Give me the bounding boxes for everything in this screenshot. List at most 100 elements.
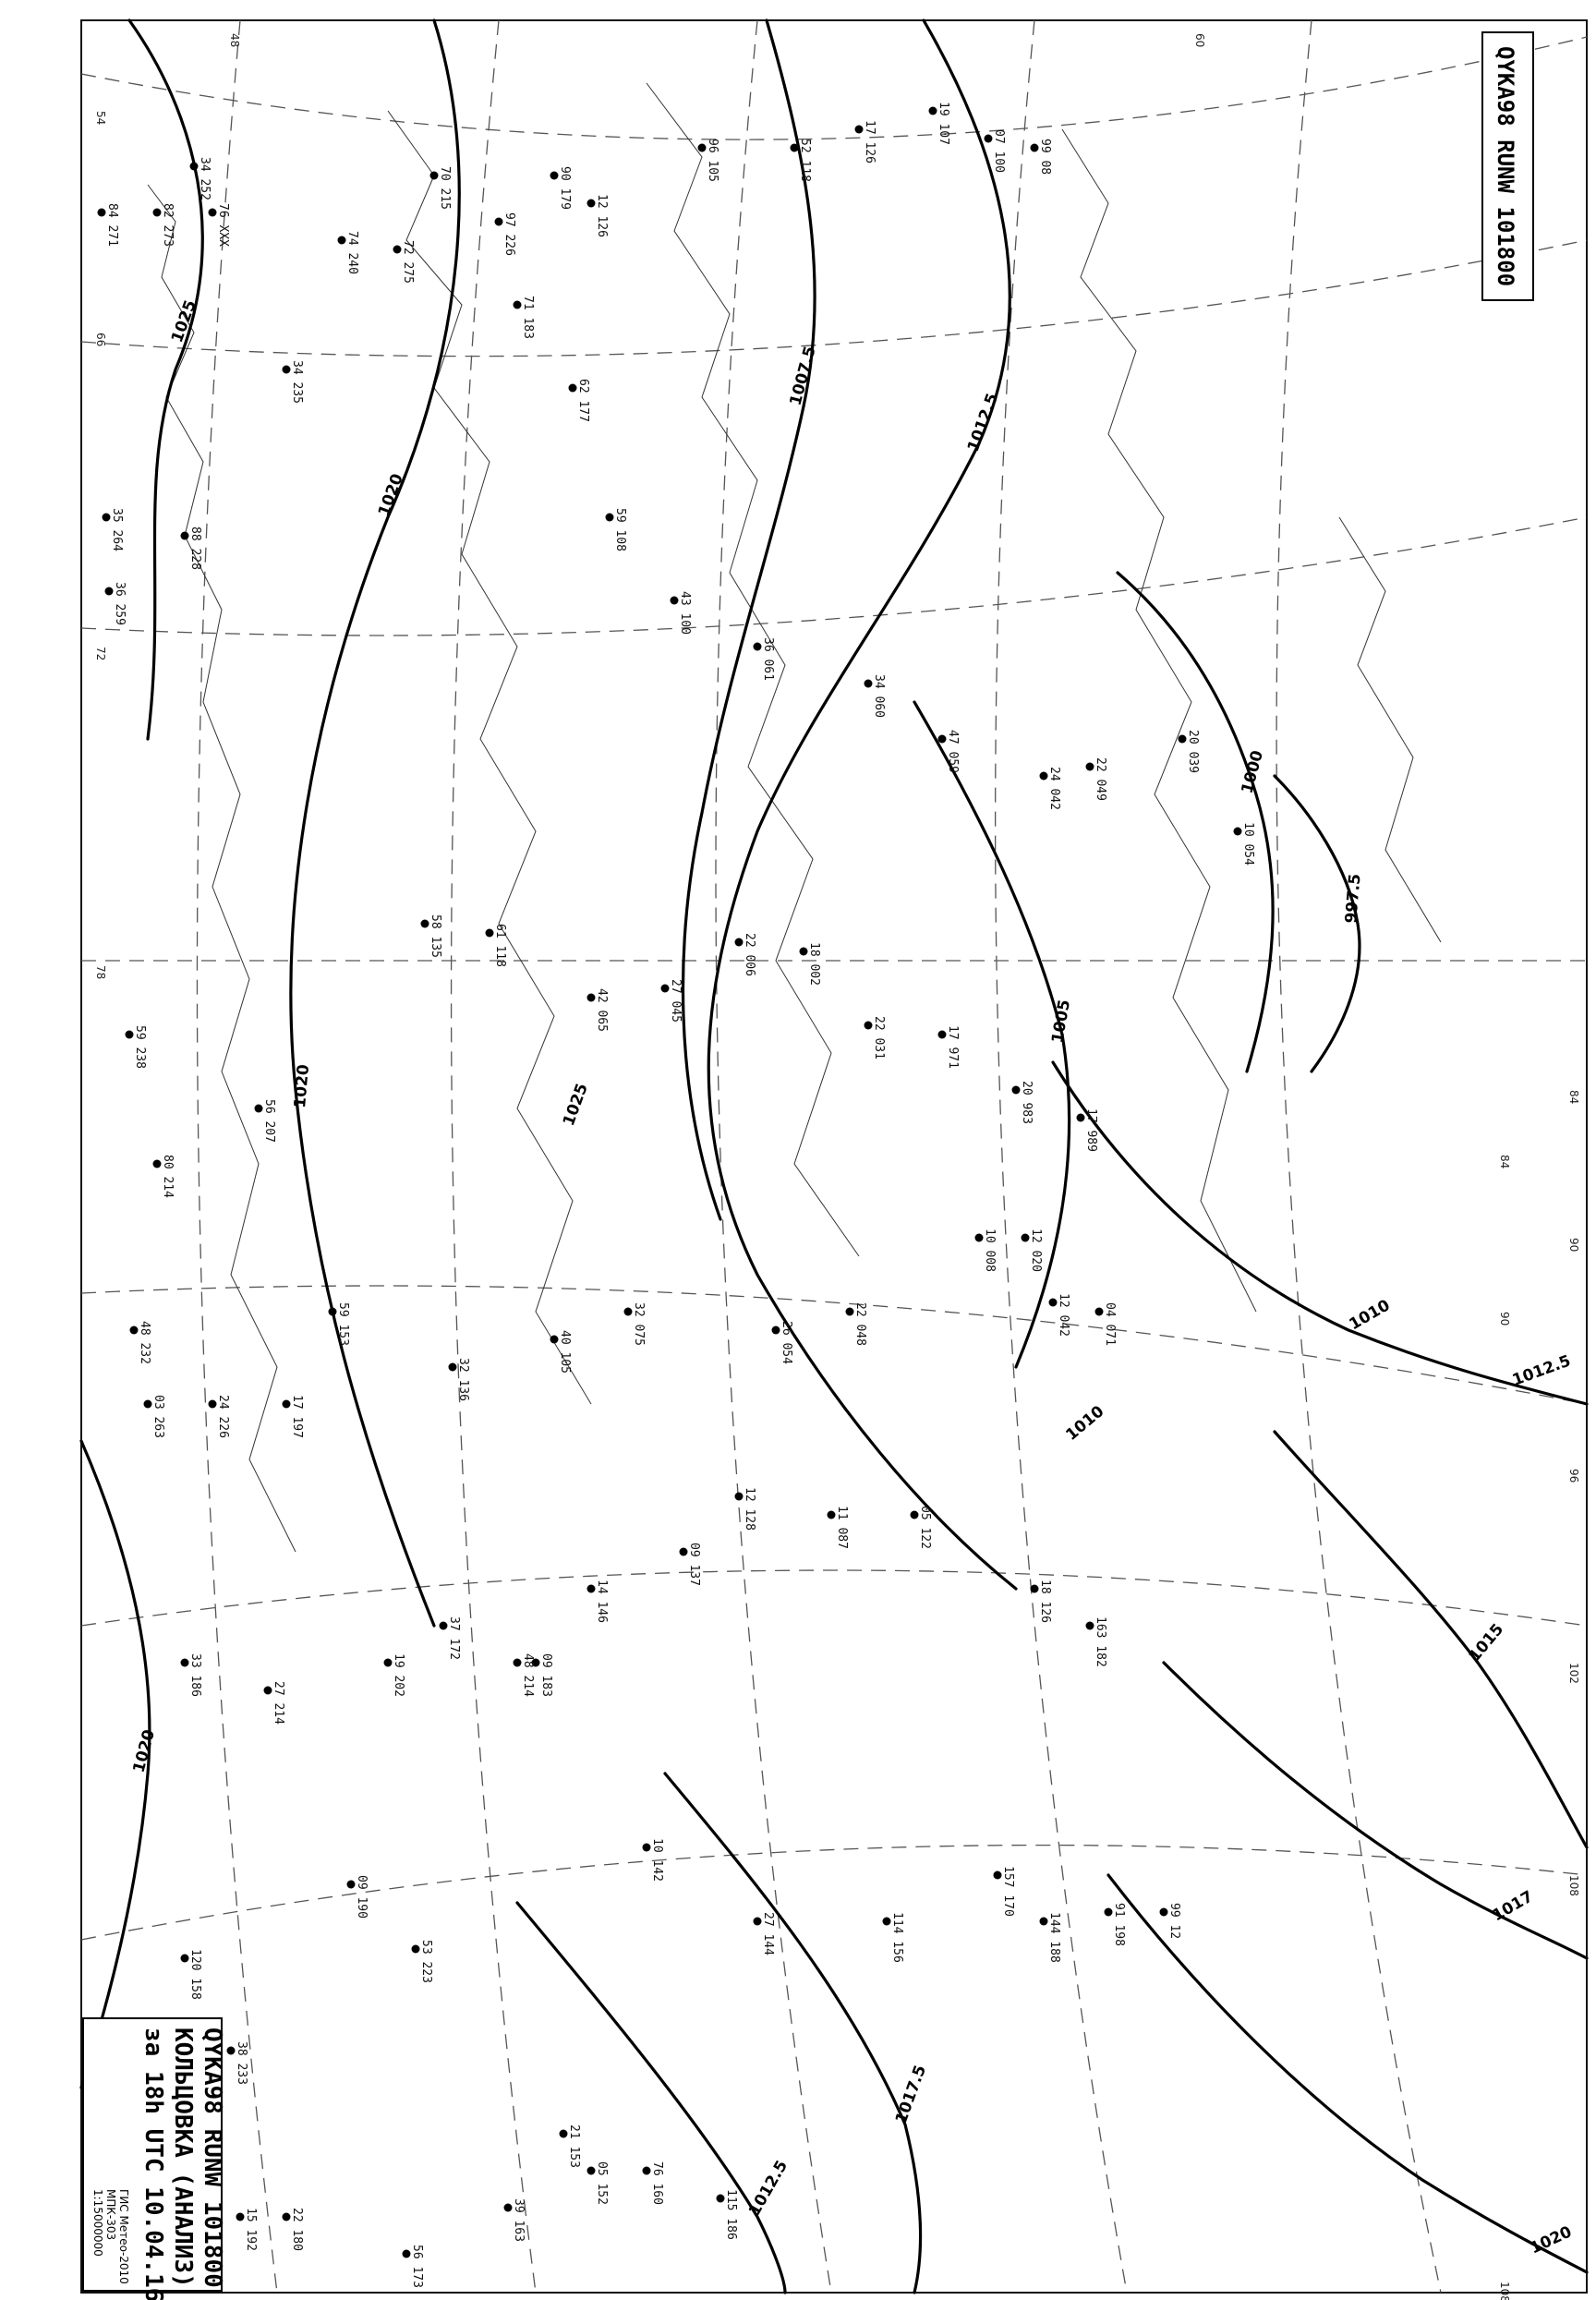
station-marker [790,143,799,152]
station-marker [928,106,937,115]
station-marker [937,734,947,744]
station-readout: 120 158 [188,1949,202,2000]
isobar-label: 1012.5 [745,2158,792,2220]
station-marker [910,1510,919,1519]
station-marker [208,1399,217,1409]
station-marker [1094,1307,1104,1316]
station-readout: 61 118 [493,924,507,967]
isobar-1017 [1162,1661,1589,1960]
station-marker [1021,1233,1030,1242]
station-marker [439,1621,448,1630]
station-marker [1178,734,1187,744]
station-readout: 18 126 [1038,1580,1052,1623]
isobar-label: 1017 [1490,1887,1537,1925]
grid-label: 78 [94,965,107,979]
grid-label: 66 [94,333,107,346]
station-readout: 09 190 [355,1875,369,1919]
station-marker [383,1658,393,1667]
station-marker [513,1658,522,1667]
coastline [1338,516,1442,943]
station-marker [485,928,494,938]
station-readout: 10 142 [650,1838,664,1882]
grid-label: 72 [94,647,107,660]
station-marker [97,208,106,217]
isobar-1025 [127,18,204,741]
station-marker [753,1917,762,1926]
station-marker [799,947,808,956]
station-marker [734,1492,744,1501]
station-marker [393,245,402,254]
station-readout: 10 054 [1241,822,1255,866]
station-readout: 07 100 [992,129,1006,173]
station-readout: 14 146 [595,1580,609,1623]
station-readout: 17 126 [863,120,877,163]
grid-label: 108 [1567,1875,1580,1896]
station-readout: 71 183 [521,296,535,339]
station-marker [448,1362,457,1372]
station-readout: 24 226 [216,1395,230,1438]
station-readout: 03 263 [151,1395,165,1438]
station-marker [254,1104,263,1113]
graticule [80,19,1588,2294]
station-marker [550,171,559,180]
station-readout: 22 031 [872,1016,886,1059]
coastlines [147,82,1442,1553]
station-marker [984,134,993,143]
station-readout: 59 153 [336,1302,350,1346]
station-readout: 52 118 [798,139,812,182]
station-marker [586,1584,596,1593]
isobar-label: 1015 [1466,1620,1508,1665]
station-readout: 27 214 [272,1681,285,1725]
grid-label: 84 [1567,1090,1580,1104]
station-readout: 82 273 [161,203,175,247]
station-readout: 09 137 [687,1543,701,1586]
station-readout: 38 233 [235,2041,248,2085]
station-marker [586,2166,596,2175]
meridian-line [80,516,1588,636]
station-readout: 22 049 [1094,757,1107,801]
grid-label: 90 [1567,1238,1580,1252]
station-readout: 05 122 [918,1506,932,1549]
isobar-label: 1020 [130,1727,160,1774]
station-marker [125,1030,134,1039]
station-readout: 24 042 [1047,767,1061,810]
station-marker [974,1233,984,1242]
station-marker [328,1307,337,1316]
station-marker [143,1399,152,1409]
station-readout: 163 182 [1094,1616,1107,1667]
station-marker [494,217,503,226]
station-marker [1233,827,1242,836]
station-readout: 76 XXX [216,203,230,247]
station-marker [208,208,217,217]
station-readout: 21 153 [567,2124,581,2168]
isobar-label: 1010 [1347,1296,1394,1334]
station-readout: 91 198 [1112,1903,1126,1946]
coastline [147,184,296,1553]
title-time: за 18h UTC 10.04.16 [139,2028,167,2300]
station-marker [605,513,614,522]
isobar-label: 1025 [560,1081,592,1128]
header-code: QYKA98 RUNW 101800 [1493,46,1518,286]
station-readout: 15 192 [244,2208,258,2251]
station-marker [1039,771,1048,781]
isobar-label: 1005 [1048,999,1074,1045]
station-marker [559,2129,568,2138]
station-marker [660,984,670,993]
station-readout: 76 160 [650,2161,664,2205]
isobar-label: 1012.5 [964,391,1002,454]
station-readout: 74 240 [345,231,359,274]
grid-label: 90 [1498,1312,1511,1326]
isobar-label: 1020 [291,1063,313,1108]
coastline [646,82,860,1257]
station-readout: 80 214 [161,1155,175,1198]
station-readout: 22 048 [853,1302,867,1346]
station-readout: 99 12 [1167,1903,1181,1939]
station-readout: 56 173 [410,2245,424,2288]
station-readout: 33 186 [188,1653,202,1697]
isobar-label: 1025 [168,297,200,345]
station-marker [411,1944,420,1954]
parallel-line [1276,19,1442,2294]
station-marker [1039,1917,1048,1926]
station-marker [1011,1085,1021,1095]
